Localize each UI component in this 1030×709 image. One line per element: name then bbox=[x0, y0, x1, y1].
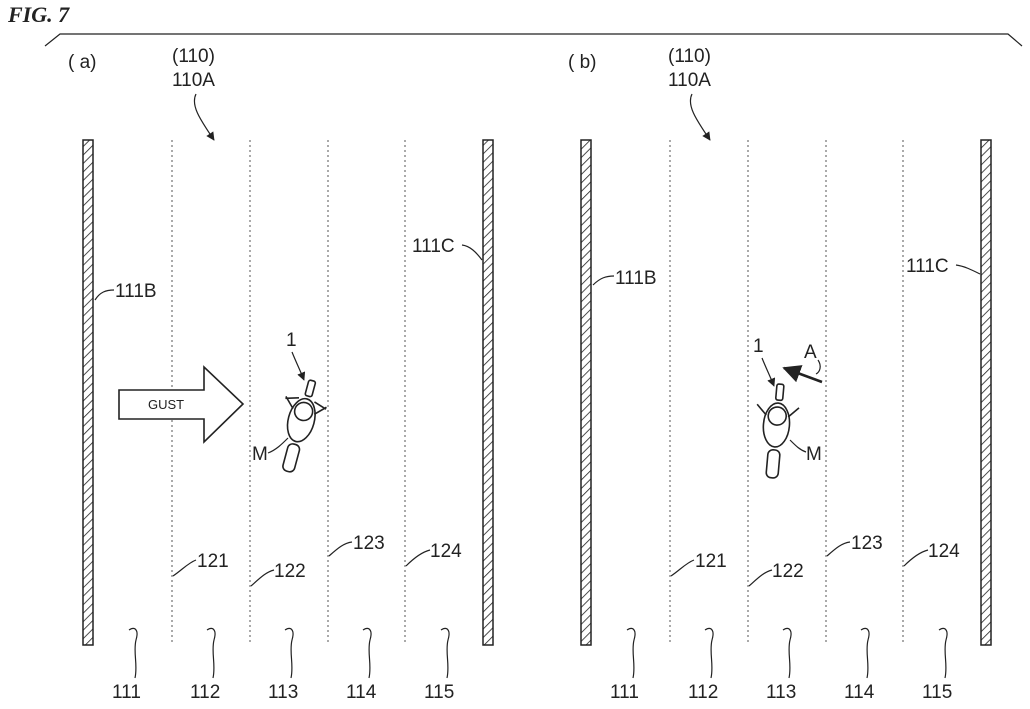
panel-b-lane-113: 113 bbox=[766, 682, 796, 703]
panel-a-lane-leader-115 bbox=[440, 627, 450, 679]
panel-b-right-wall-label: 111C bbox=[906, 256, 949, 277]
panel-a-lane-111: 111 bbox=[112, 682, 141, 703]
panel-b-rider-label: M bbox=[806, 444, 822, 465]
panel-a-lane-114: 114 bbox=[346, 682, 377, 703]
panel-a-boundary-121: 121 bbox=[197, 551, 229, 572]
panel-a-leader-121 bbox=[172, 559, 197, 577]
panel-b-boundary-122: 122 bbox=[772, 561, 804, 582]
panel-a-boundary-124: 124 bbox=[430, 541, 462, 562]
direction-arrow bbox=[782, 365, 823, 384]
panel-a-boundary-122: 122 bbox=[274, 561, 306, 582]
panel-a-right-wall-label: 111C bbox=[412, 236, 455, 257]
panel-b-boundary-124: 124 bbox=[928, 541, 960, 562]
panel-a-area-leader bbox=[193, 93, 215, 141]
panel-b-tag: ( b) bbox=[568, 52, 597, 73]
panel-a-left-wall-leader bbox=[94, 289, 115, 301]
panel-b-leader-123 bbox=[826, 541, 851, 557]
panel-a-rider-leader bbox=[267, 437, 289, 454]
panel-b-left-wall-label: 111B bbox=[615, 268, 657, 289]
panel-b-left-wall bbox=[580, 139, 592, 646]
panel-a-lane-leader-112 bbox=[206, 627, 216, 679]
panel-brace bbox=[44, 33, 1023, 47]
panel-b-rider-leader bbox=[789, 439, 807, 453]
panel-b-left-wall-leader bbox=[592, 275, 615, 286]
panel-a-right-wall bbox=[482, 139, 494, 646]
panel-b-road-ref: (110) bbox=[668, 46, 711, 67]
panel-b-direction-label: A bbox=[804, 342, 817, 363]
panel-b-lane-111: 111 bbox=[610, 682, 639, 703]
panel-b-boundary-123: 123 bbox=[851, 533, 883, 554]
panel-b-motorcycle bbox=[756, 383, 800, 479]
panel-b-lane-leader-115 bbox=[938, 627, 948, 679]
panel-a-left-wall-label: 111B bbox=[115, 281, 157, 302]
panel-a-left-wall bbox=[82, 139, 94, 646]
panel-b-lane-leader-114 bbox=[860, 627, 870, 679]
panel-a: ( a) (110) 110A 111B 111C GUST 1 M bbox=[68, 46, 494, 703]
panel-b-vehicle-leader bbox=[761, 357, 776, 387]
panel-b-lane-112: 112 bbox=[688, 682, 718, 703]
panel-a-leader-124 bbox=[405, 549, 431, 567]
panel-a-lane-leader-114 bbox=[362, 627, 372, 679]
panel-b-right-wall-leader bbox=[955, 264, 981, 275]
panel-b-area-leader bbox=[689, 93, 711, 141]
panel-a-area-ref: 110A bbox=[172, 70, 215, 91]
figure-title: FIG. 7 bbox=[7, 2, 70, 27]
panel-b: ( b) (110) 110A 111B 111C A 1 M bbox=[568, 46, 992, 703]
panel-a-vehicle-label: 1 bbox=[286, 330, 297, 351]
panel-b-boundary-121: 121 bbox=[695, 551, 727, 572]
panel-b-leader-121 bbox=[670, 559, 695, 577]
panel-a-motorcycle bbox=[282, 379, 327, 473]
panel-a-lane-113: 113 bbox=[268, 682, 298, 703]
gust-arrow bbox=[118, 365, 245, 444]
panel-b-direction-leader bbox=[815, 359, 821, 375]
panel-b-lane-115: 115 bbox=[922, 682, 952, 703]
gust-label: GUST bbox=[148, 397, 184, 412]
panel-b-lane-leader-112 bbox=[704, 627, 714, 679]
panel-b-leader-124 bbox=[903, 549, 929, 567]
panel-a-lane-leader-111 bbox=[128, 627, 138, 679]
panel-a-rider-label: M bbox=[252, 444, 268, 465]
panel-b-vehicle-label: 1 bbox=[753, 336, 764, 357]
panel-a-lane-115: 115 bbox=[424, 682, 454, 703]
panel-a-road-ref: (110) bbox=[172, 46, 215, 67]
panel-b-lane-114: 114 bbox=[844, 682, 875, 703]
panel-a-lane-112: 112 bbox=[190, 682, 220, 703]
panel-b-area-ref: 110A bbox=[668, 70, 711, 91]
panel-a-boundary-123: 123 bbox=[353, 533, 385, 554]
panel-b-lane-leader-111 bbox=[626, 627, 636, 679]
panel-b-lane-leader-113 bbox=[782, 627, 792, 679]
panel-a-right-wall-leader bbox=[461, 244, 483, 261]
panel-a-vehicle-leader bbox=[291, 351, 306, 381]
panel-b-right-wall bbox=[980, 139, 992, 646]
panel-b-leader-122 bbox=[748, 569, 773, 587]
panel-a-lane-leader-113 bbox=[284, 627, 294, 679]
panel-a-tag: ( a) bbox=[68, 52, 97, 73]
panel-a-leader-122 bbox=[250, 569, 275, 587]
panel-a-leader-123 bbox=[328, 541, 353, 557]
